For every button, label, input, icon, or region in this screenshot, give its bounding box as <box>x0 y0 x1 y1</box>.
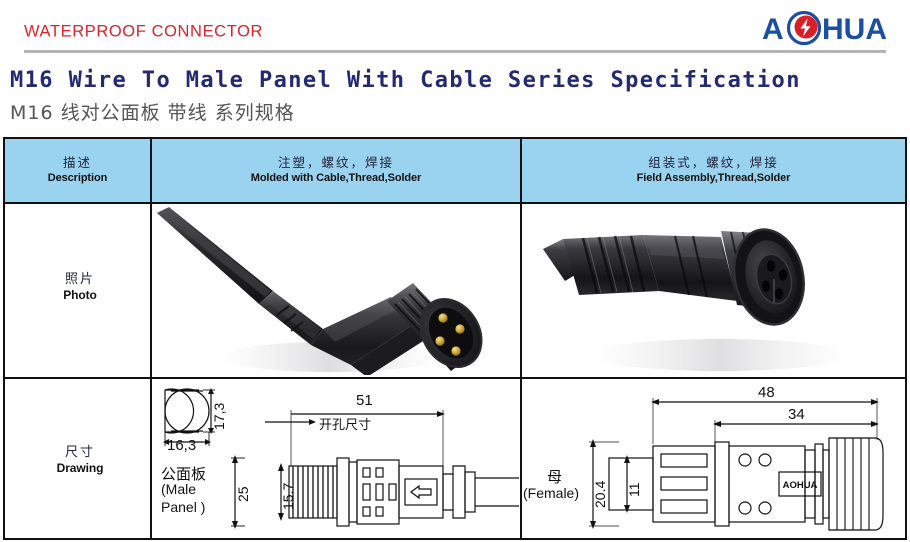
svg-text:HUA: HUA <box>822 13 887 46</box>
header-field-assembly-cn: 组装式，螺纹，焊接 <box>648 155 779 170</box>
row-label-photo-en: Photo <box>63 288 97 302</box>
table-header-description: 描述 Description <box>5 139 150 202</box>
dim-female-body-length: 34 <box>788 406 805 423</box>
header-divider <box>24 50 886 53</box>
dim-female-inner-diameter: 11 <box>626 482 642 497</box>
label-female-en: (Female) <box>523 485 580 501</box>
header-field-assembly-en: Field Assembly,Thread,Solder <box>636 172 791 184</box>
logo-mark-icon: A HUA <box>762 10 887 46</box>
label-male-panel-cn: 公面板 <box>161 465 207 483</box>
table-header-molded: 注塑，螺纹，焊接 Molded with Cable,Thread,Solder <box>152 139 520 202</box>
dim-female-outer-diameter: 20.4 <box>592 480 608 508</box>
page-subtitle: M16 线对公面板 带线 系列规格 <box>10 102 295 124</box>
page-title: M16 Wire To Male Panel With Cable Series… <box>10 68 801 93</box>
svg-text:A: A <box>762 13 784 46</box>
table-header-field-assembly: 组装式，螺纹，焊接 Field Assembly,Thread,Solder <box>522 139 905 202</box>
female-connector-line-drawing: AOHUA <box>589 398 884 531</box>
table-row-divider-1 <box>5 202 905 204</box>
row-label-drawing: 尺寸 Drawing <box>5 444 155 475</box>
table-column-divider-1 <box>150 139 152 538</box>
aohua-logo: A HUA <box>760 9 896 47</box>
header-molded-en: Molded with Cable,Thread,Solder <box>250 172 422 184</box>
row-label-photo-cn: 照片 <box>64 272 95 287</box>
dim-overall-height: 25 <box>235 486 251 502</box>
dim-thread-diameter: 15.7 <box>280 482 296 510</box>
header-description-cn: 描述 <box>62 155 92 170</box>
dim-cutout-width: 16,3 <box>167 437 197 454</box>
photo-female-connector <box>525 205 905 375</box>
dim-cutout-height: 17,3 <box>211 402 227 430</box>
dim-overall-length: 51 <box>356 392 373 409</box>
dim-female-overall-length: 48 <box>758 384 775 401</box>
drawing-brand-mark: AOHUA <box>783 480 818 491</box>
specification-table: 描述 Description 注塑，螺纹，焊接 Molded with Cabl… <box>3 137 907 540</box>
banner-title: WATERPROOF CONNECTOR <box>24 22 264 41</box>
table-row-divider-2 <box>5 377 905 379</box>
label-cutout-size: 开孔尺寸 <box>319 418 372 433</box>
photo-male-connector <box>155 205 518 375</box>
table-column-divider-2 <box>520 139 522 538</box>
female-connector-photo-illustration <box>525 205 905 375</box>
row-label-drawing-cn: 尺寸 <box>64 445 95 460</box>
page-header: WATERPROOF CONNECTOR A HUA <box>0 0 910 56</box>
drawing-female-connector: AOHUA 48 34 20.4 11 母 (Female) <box>523 380 907 540</box>
male-connector-photo-illustration <box>155 205 518 375</box>
drawing-male-panel: 17,3 16,3 开孔尺寸 公面板 (Male Panel ) 25 15.7… <box>153 380 519 540</box>
header-molded-cn: 注塑，螺纹，焊接 <box>277 155 394 170</box>
label-male-panel-en1: (Male <box>161 481 197 497</box>
row-label-drawing-en: Drawing <box>56 461 104 475</box>
label-female-cn: 母 <box>547 468 563 486</box>
row-label-photo: 照片 Photo <box>5 271 155 302</box>
male-panel-line-drawing <box>163 388 519 529</box>
label-male-panel-en2: Panel ) <box>161 499 206 515</box>
header-description-en: Description <box>47 172 108 184</box>
